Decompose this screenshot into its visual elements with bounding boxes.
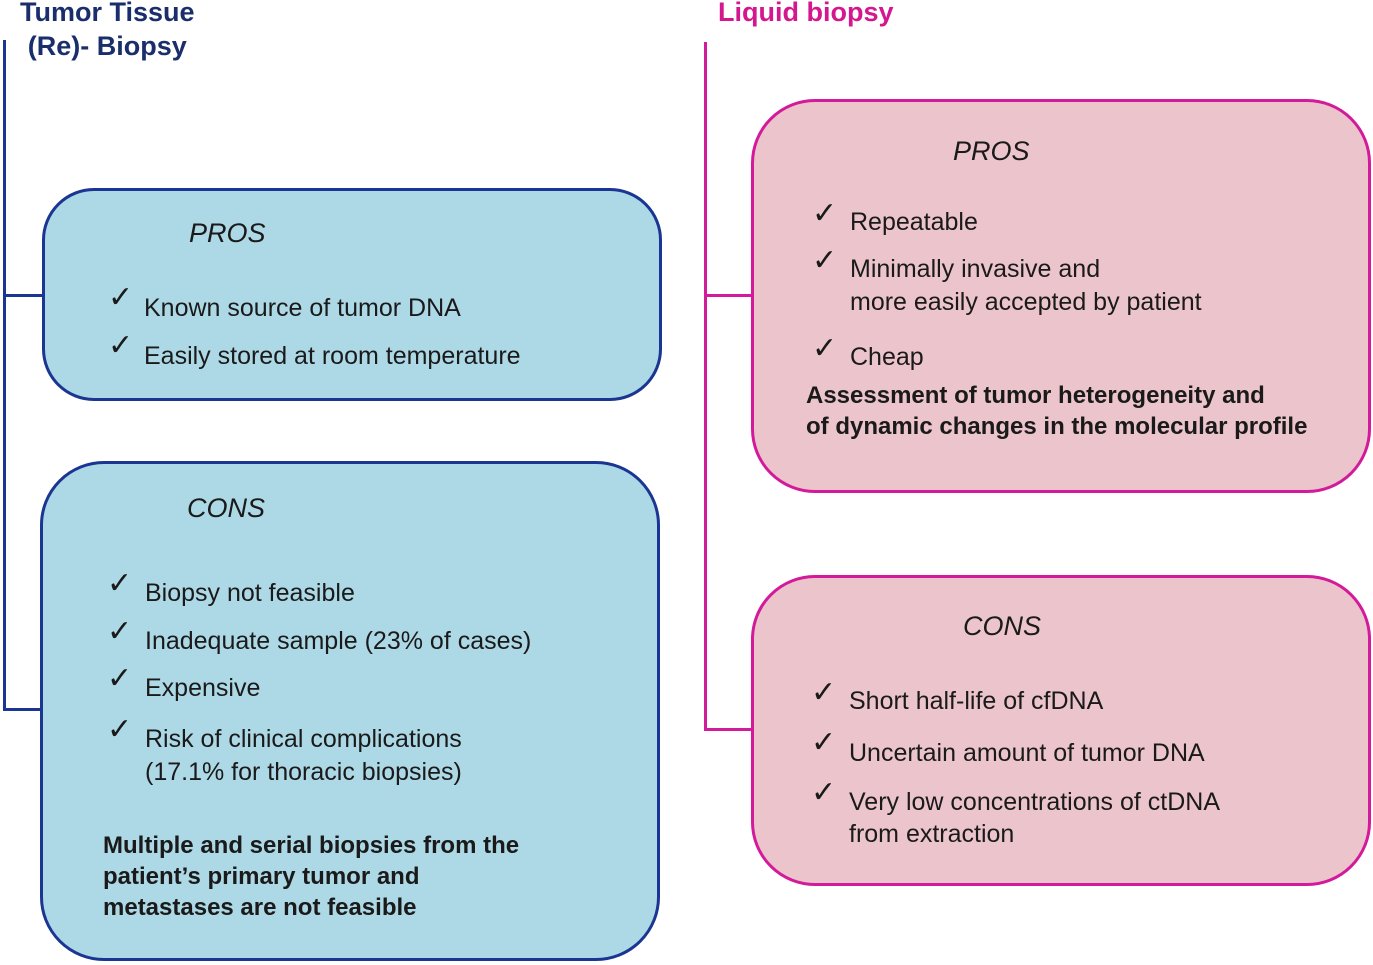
tissue-cons-note-line: Multiple and serial biopsies from the — [103, 832, 520, 859]
check-icon: ✓ — [107, 712, 133, 747]
liquid-cons-box: CONS ✓ Short half-life of cfDNA ✓ Uncert… — [751, 575, 1371, 886]
liquid-cons-item: Short half-life of cfDNA — [849, 687, 1104, 715]
tissue-cons-note-line: patient’s primary tumor and — [103, 863, 420, 890]
liquid-pros-note: Assessment of tumor heterogeneity and of… — [806, 380, 1307, 442]
liquid-pros-box: PROS ✓ Repeatable ✓ Minimally invasive a… — [751, 99, 1371, 493]
liquid-pros-connector — [704, 294, 752, 297]
check-icon: ✓ — [108, 280, 134, 315]
tissue-pros-item: Easily stored at room temperature — [144, 342, 521, 370]
tissue-title-line1: Tumor Tissue — [20, 0, 195, 27]
tissue-pros-item: Known source of tumor DNA — [144, 294, 461, 322]
liquid-pros-item: Cheap — [850, 343, 924, 371]
liquid-pros-item: more easily accepted by patient — [850, 288, 1202, 316]
check-icon: ✓ — [107, 566, 133, 601]
tissue-cons-heading: CONS — [187, 493, 266, 523]
liquid-pros-note-line: of dynamic changes in the molecular prof… — [806, 413, 1308, 440]
tissue-pros-box: PROS ✓ Known source of tumor DNA ✓ Easil… — [42, 188, 662, 401]
check-icon: ✓ — [812, 331, 838, 366]
liquid-cons-item: Very low concentrations of ctDNA — [849, 788, 1220, 816]
tissue-cons-item: Risk of clinical complications — [145, 725, 462, 753]
liquid-cons-item: from extraction — [849, 820, 1015, 848]
check-icon: ✓ — [107, 661, 133, 696]
tissue-cons-item: (17.1% for thoracic biopsies) — [145, 758, 462, 786]
liquid-pros-item: Minimally invasive and — [850, 255, 1101, 283]
liquid-cons-item: Uncertain amount of tumor DNA — [849, 739, 1205, 767]
tissue-vertical-line — [3, 40, 6, 711]
liquid-cons-heading: CONS — [963, 611, 1042, 641]
check-icon: ✓ — [811, 675, 837, 710]
check-icon: ✓ — [811, 775, 837, 810]
tissue-cons-note: Multiple and serial biopsies from the pa… — [103, 830, 519, 923]
tissue-cons-note-line: metastases are not feasible — [103, 894, 417, 921]
check-icon: ✓ — [811, 725, 837, 760]
liquid-pros-heading: PROS — [953, 136, 1030, 166]
liquid-pros-note-line: Assessment of tumor heterogeneity and — [806, 382, 1265, 409]
tissue-pros-connector — [3, 294, 43, 297]
check-icon: ✓ — [108, 328, 134, 363]
tissue-cons-connector — [3, 708, 41, 711]
tissue-pros-heading: PROS — [189, 218, 266, 248]
liquid-pros-item: Repeatable — [850, 208, 978, 236]
liquid-cons-connector — [704, 728, 752, 731]
tissue-cons-box: CONS ✓ Biopsy not feasible ✓ Inadequate … — [40, 461, 660, 961]
liquid-title: Liquid biopsy — [718, 0, 894, 27]
tissue-cons-item: Inadequate sample (23% of cases) — [145, 627, 532, 655]
check-icon: ✓ — [812, 196, 838, 231]
check-icon: ✓ — [107, 614, 133, 649]
check-icon: ✓ — [812, 243, 838, 278]
liquid-vertical-line — [704, 42, 707, 731]
tissue-cons-item: Biopsy not feasible — [145, 579, 355, 607]
tissue-title: Tumor Tissue (Re)- Biopsy — [20, 0, 195, 63]
tissue-cons-item: Expensive — [145, 674, 261, 702]
tissue-title-line2: (Re)- Biopsy — [27, 31, 187, 61]
